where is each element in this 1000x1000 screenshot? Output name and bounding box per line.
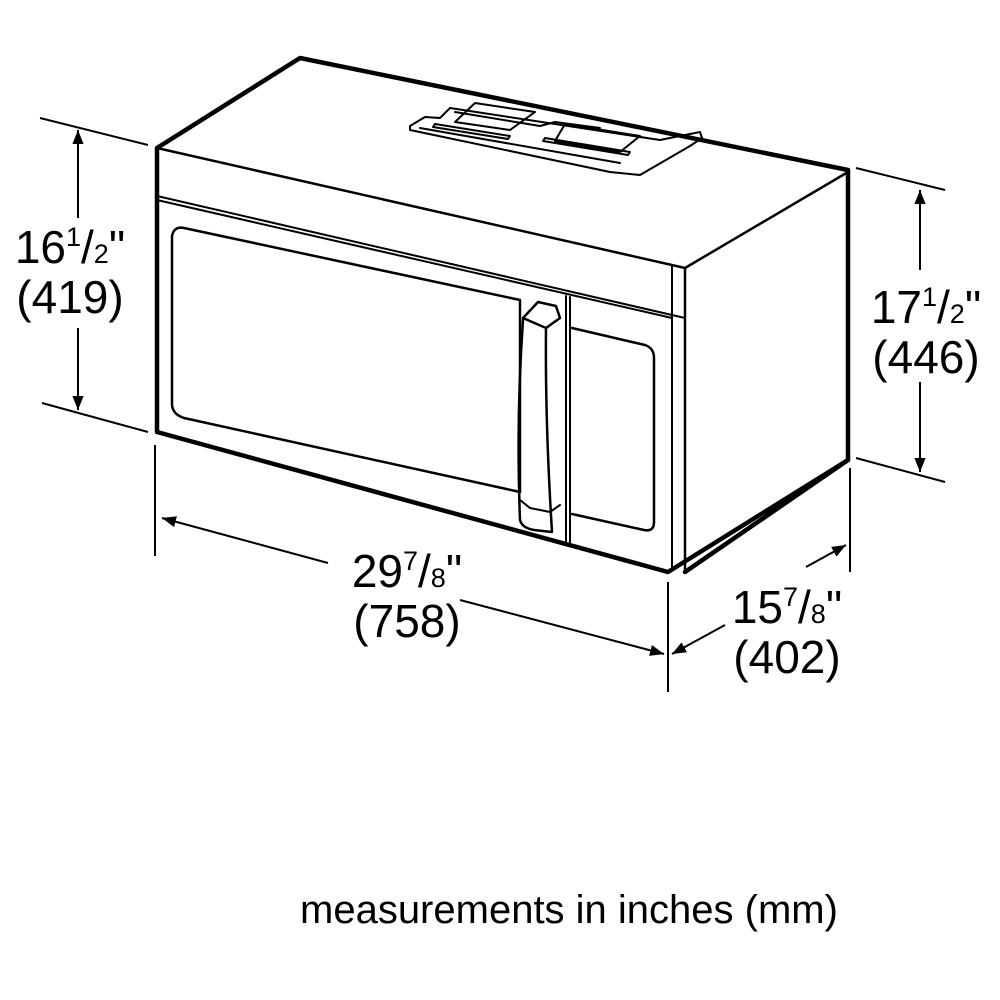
- width-arrow-right: [459, 599, 665, 656]
- width-arrow-left: [161, 516, 329, 564]
- width-label: 297/8" (758): [351, 545, 463, 647]
- depth-arrow-left: [671, 624, 726, 655]
- mounting-plate: [409, 102, 703, 176]
- front-height-label: 161/2" (419): [14, 221, 126, 323]
- dimension-lines: [39, 117, 946, 692]
- units-caption: measurements in inches (mm): [300, 888, 838, 932]
- door-handle: [517, 300, 562, 534]
- depth-arrow-right: [805, 544, 847, 568]
- control-window: [570, 326, 656, 532]
- depth-label: 157/8" (402): [731, 581, 843, 683]
- microwave-body: [154, 55, 851, 575]
- side-height-label: 171/2" (446): [870, 281, 982, 383]
